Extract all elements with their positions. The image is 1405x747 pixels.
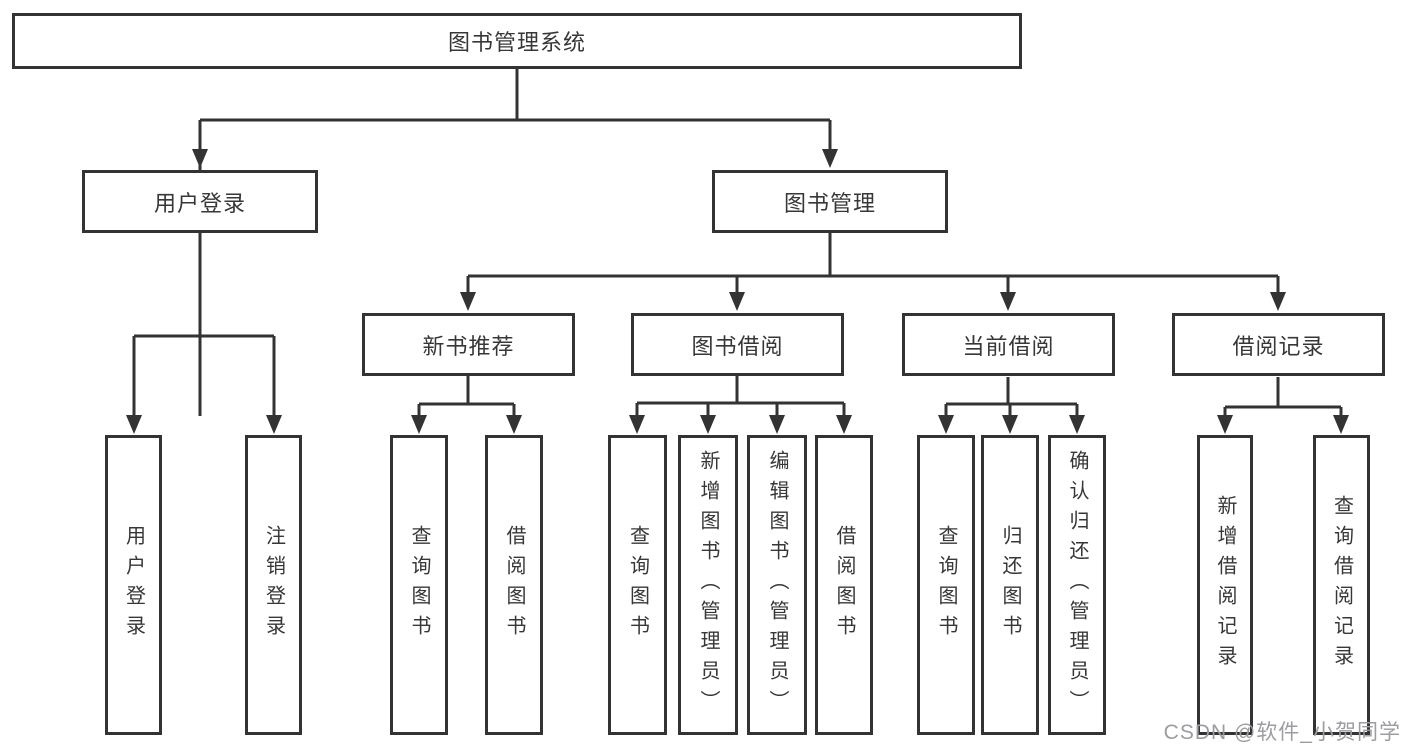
elbow-connectors (132, 68, 1343, 417)
node-label: 新增借阅记录 (1214, 495, 1236, 675)
leaf-recommend-query-book: 查询图书 (390, 435, 448, 735)
node-label: 确认归还（管理员） (1066, 450, 1088, 720)
node-user-login: 用户登录 (82, 170, 318, 233)
node-label: 查询图书 (626, 525, 649, 645)
leaf-records-query-record: 查询借阅记录 (1313, 435, 1370, 735)
leaf-borrow-add-book-admin: 新增图书（管理员） (678, 435, 738, 735)
node-label: 新增图书（管理员） (697, 450, 719, 720)
node-root-system: 图书管理系统 (12, 13, 1022, 69)
node-label: 借阅记录 (1232, 333, 1325, 359)
node-label: 用户登录 (122, 525, 145, 645)
node-label: 图书借阅 (691, 333, 784, 359)
node-label: 新书推荐 (422, 333, 515, 359)
node-label: 当前借阅 (962, 333, 1055, 359)
node-label: 注销登录 (262, 525, 285, 645)
node-book-management: 图书管理 (712, 170, 948, 233)
node-borrow-records: 借阅记录 (1172, 313, 1385, 376)
node-current-borrow: 当前借阅 (902, 313, 1115, 376)
node-label: 借阅图书 (503, 525, 525, 645)
csdn-watermark: CSDN @软件_小贺同学 (1163, 721, 1401, 744)
node-label: 查询借阅记录 (1330, 495, 1353, 675)
node-label: 借阅图书 (833, 525, 855, 645)
node-label: 图书管理系统 (447, 30, 586, 55)
leaf-current-confirm-return-admin: 确认归还（管理员） (1048, 435, 1106, 735)
node-label: 查询图书 (408, 525, 430, 645)
leaf-recommend-borrow-book: 借阅图书 (485, 435, 543, 735)
leaf-logout: 注销登录 (245, 435, 302, 735)
node-label: 用户登录 (153, 190, 246, 216)
node-new-book-recommend: 新书推荐 (362, 313, 575, 376)
node-label: 归还图书 (999, 525, 1021, 645)
node-book-borrow: 图书借阅 (631, 313, 844, 376)
leaf-borrow-borrow-book: 借阅图书 (815, 435, 873, 735)
node-label: 编辑图书（管理员） (766, 450, 788, 720)
leaf-borrow-query-book: 查询图书 (608, 435, 667, 735)
node-label: 查询图书 (935, 525, 957, 645)
leaf-user-login: 用户登录 (105, 435, 162, 735)
leaf-records-add-record: 新增借阅记录 (1197, 435, 1253, 735)
leaf-current-return-book: 归还图书 (981, 435, 1039, 735)
node-label: 图书管理 (783, 190, 876, 216)
leaf-borrow-edit-book-admin: 编辑图书（管理员） (747, 435, 807, 735)
leaf-current-query-book: 查询图书 (917, 435, 975, 735)
